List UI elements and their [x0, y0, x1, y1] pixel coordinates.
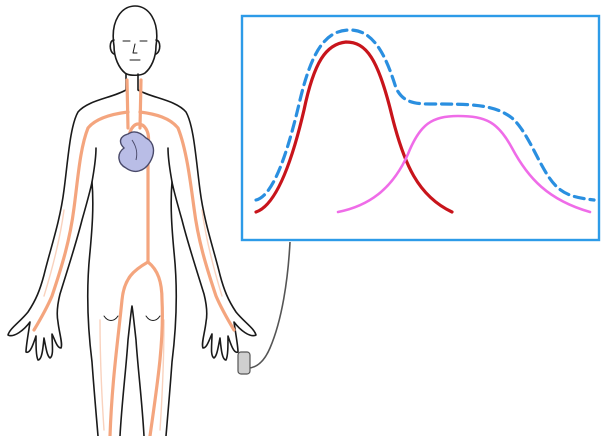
left-knee: [104, 316, 118, 321]
finger-sensor: [238, 352, 250, 374]
left-inner-arm: [92, 148, 96, 182]
carotid-artery: [127, 80, 141, 128]
face-features: [123, 41, 147, 60]
human-figure: [8, 6, 256, 436]
right-knee: [146, 316, 160, 321]
right-arm-artery: [140, 112, 234, 330]
waveform-panel: [242, 16, 599, 240]
right-leg-artery: [148, 262, 162, 436]
right-inner-arm: [168, 148, 172, 182]
head-outline: [113, 6, 157, 75]
sensor-cable: [248, 242, 290, 368]
inner-legs: [120, 306, 144, 436]
